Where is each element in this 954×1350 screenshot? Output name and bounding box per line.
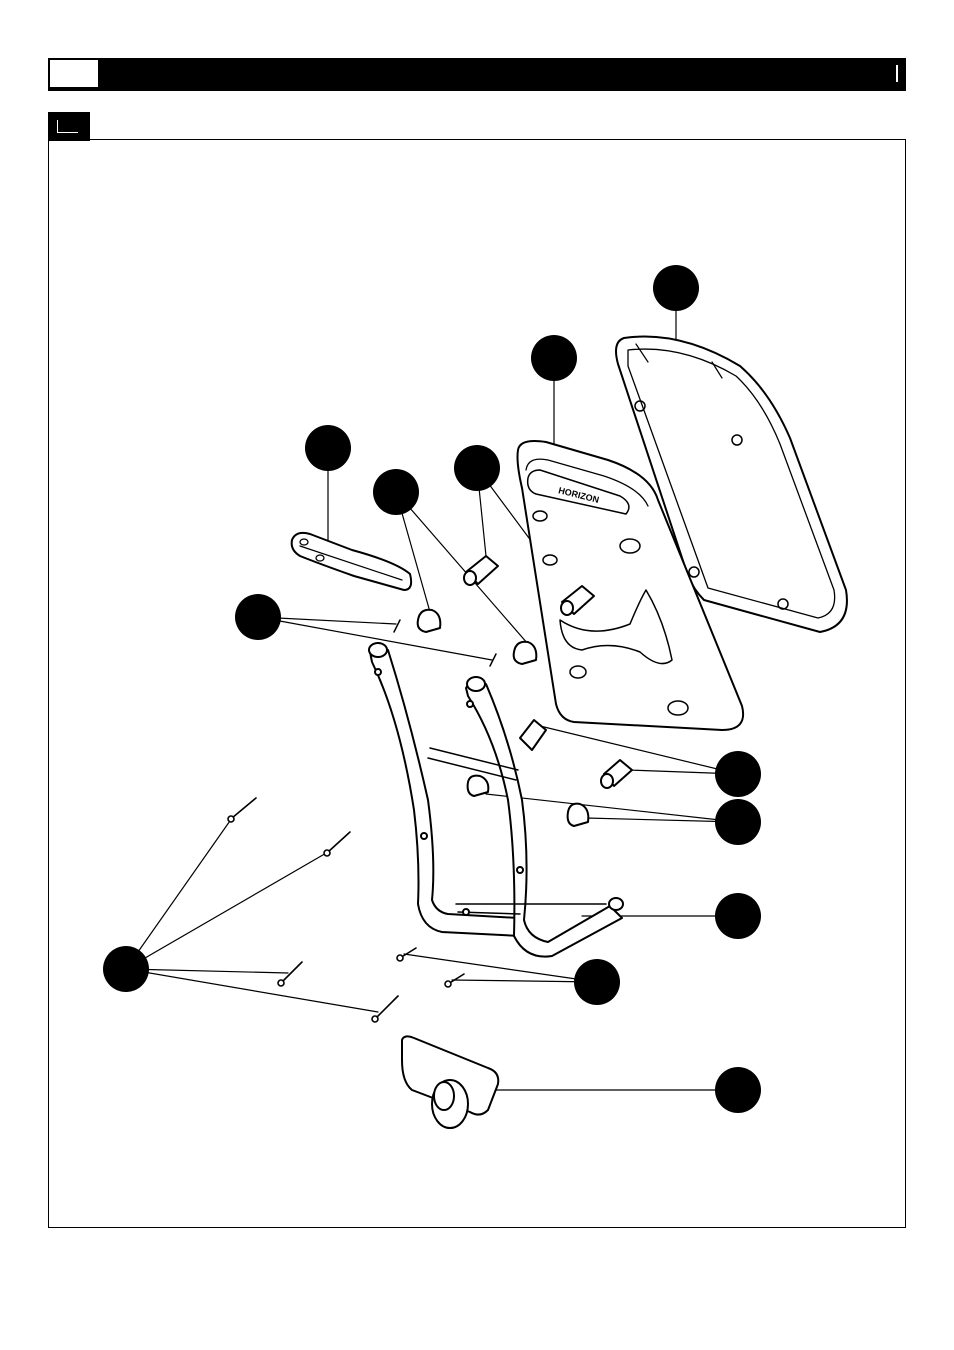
callout-12 bbox=[715, 1067, 761, 1113]
callout-4 bbox=[373, 469, 419, 515]
callout-10 bbox=[103, 946, 149, 992]
adjustment-bracket bbox=[402, 1036, 498, 1128]
armrest bbox=[292, 533, 411, 590]
callout-8 bbox=[715, 799, 761, 845]
callout-7 bbox=[715, 751, 761, 797]
long-bolts bbox=[228, 798, 398, 1022]
callout-5 bbox=[454, 445, 500, 491]
callout-3 bbox=[305, 425, 351, 471]
callout-11 bbox=[574, 959, 620, 1005]
callout-2 bbox=[531, 335, 577, 381]
callout-1 bbox=[653, 265, 699, 311]
callout-9 bbox=[715, 893, 761, 939]
short-bolts bbox=[397, 948, 464, 987]
small-screws bbox=[394, 620, 496, 666]
callout-6 bbox=[235, 594, 281, 640]
